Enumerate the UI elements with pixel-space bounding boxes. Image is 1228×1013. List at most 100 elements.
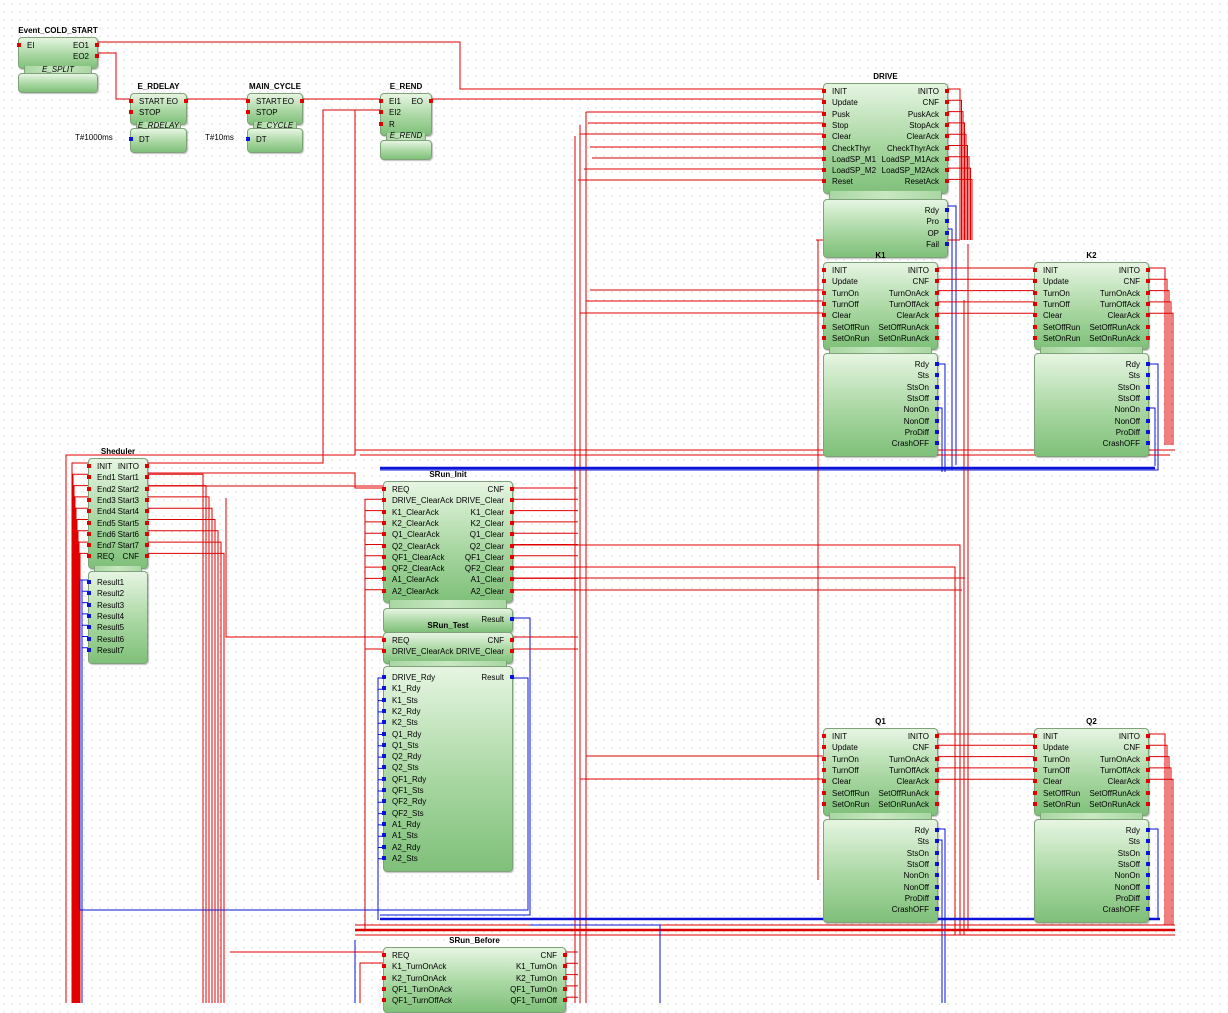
- output-pin[interactable]: DRIVE_Clear: [456, 495, 515, 506]
- event-connection[interactable]: [1149, 778, 1174, 925]
- output-pin[interactable]: ResetAck: [905, 176, 950, 187]
- output-pin[interactable]: Q2_Clear: [470, 541, 515, 552]
- event-connection[interactable]: [948, 122, 965, 240]
- output-pin[interactable]: TurnOnAck: [1100, 288, 1151, 299]
- output-pin[interactable]: K1_TurnOn: [516, 961, 568, 972]
- output-pin[interactable]: Sts: [917, 836, 939, 847]
- output-pin[interactable]: EO1: [73, 40, 100, 51]
- output-pin[interactable]: CNF: [123, 551, 150, 562]
- input-pin[interactable]: Update: [822, 97, 858, 108]
- input-pin[interactable]: REQ: [381, 635, 409, 646]
- event-connection[interactable]: [364, 566, 383, 930]
- data-connection[interactable]: [1149, 407, 1156, 466]
- output-pin[interactable]: SetOffRunAck: [1089, 322, 1150, 333]
- input-pin[interactable]: A1_ClearAck: [382, 574, 439, 585]
- event-connection[interactable]: [148, 541, 222, 1003]
- output-pin[interactable]: CheckThyrAck: [887, 143, 950, 154]
- data-connection[interactable]: [938, 828, 946, 1003]
- output-pin[interactable]: StsOff: [1118, 859, 1151, 870]
- event-connection[interactable]: [948, 145, 968, 241]
- event-connection[interactable]: [1149, 733, 1166, 925]
- output-pin[interactable]: Rdy: [1126, 359, 1151, 370]
- input-pin[interactable]: DRIVE_ClearAck: [381, 495, 453, 506]
- input-pin[interactable]: A1_Rdy: [381, 819, 420, 830]
- output-pin[interactable]: NonOff: [1115, 882, 1151, 893]
- input-pin[interactable]: REQ: [86, 551, 114, 562]
- event-connection[interactable]: [1149, 756, 1170, 925]
- input-pin[interactable]: TurnOff: [822, 765, 859, 776]
- event-connection[interactable]: [98, 41, 823, 90]
- input-pin[interactable]: A1_Sts: [382, 830, 418, 841]
- input-pin[interactable]: Q1_ClearAck: [382, 529, 440, 540]
- output-pin[interactable]: Sts: [1128, 836, 1150, 847]
- input-pin[interactable]: DT: [129, 134, 150, 145]
- input-pin[interactable]: K1_Sts: [382, 695, 418, 706]
- event-connection[interactable]: [73, 485, 88, 1003]
- input-pin[interactable]: SetOnRun: [1032, 333, 1080, 344]
- output-pin[interactable]: TurnOnAck: [889, 754, 940, 765]
- output-pin[interactable]: A2_Clear: [471, 586, 515, 597]
- input-pin[interactable]: SetOffRun: [1032, 322, 1080, 333]
- input-pin[interactable]: REQ: [381, 484, 409, 495]
- input-pin[interactable]: EI2: [378, 107, 401, 118]
- event-connection[interactable]: [359, 962, 383, 1003]
- output-pin[interactable]: EO: [282, 96, 304, 107]
- input-pin[interactable]: QF2_Rdy: [381, 796, 426, 807]
- output-pin[interactable]: OP: [927, 228, 949, 239]
- output-pin[interactable]: EO: [411, 96, 433, 107]
- input-pin[interactable]: End2: [87, 484, 116, 495]
- output-pin[interactable]: NonOn: [1115, 404, 1151, 415]
- event-connection[interactable]: [364, 577, 383, 930]
- output-pin[interactable]: SetOnRunAck: [1089, 799, 1150, 810]
- input-pin[interactable]: Result5: [86, 622, 124, 633]
- input-pin[interactable]: TurnOn: [822, 288, 859, 299]
- output-pin[interactable]: Q1_Clear: [470, 529, 515, 540]
- input-pin[interactable]: K2_ClearAck: [382, 518, 439, 529]
- parameter-value[interactable]: T#1000ms: [75, 133, 113, 142]
- output-pin[interactable]: CrashOFF: [892, 438, 940, 449]
- output-pin[interactable]: Start4: [118, 506, 150, 517]
- input-pin[interactable]: INIT: [1032, 731, 1058, 742]
- output-pin[interactable]: StopAck: [909, 120, 949, 131]
- output-pin[interactable]: CNF: [913, 276, 940, 287]
- input-pin[interactable]: K2_Sts: [382, 717, 418, 728]
- input-pin[interactable]: SetOffRun: [821, 788, 869, 799]
- output-pin[interactable]: StsOn: [1118, 848, 1151, 859]
- input-pin[interactable]: SetOnRun: [1032, 799, 1080, 810]
- output-pin[interactable]: CrashOFF: [1103, 904, 1151, 915]
- input-pin[interactable]: Result7: [86, 645, 124, 656]
- input-pin[interactable]: INIT: [86, 461, 112, 472]
- output-pin[interactable]: Pro: [927, 216, 950, 227]
- output-pin[interactable]: ProDiff: [905, 427, 940, 438]
- input-pin[interactable]: End1: [87, 472, 116, 483]
- output-pin[interactable]: NonOff: [904, 882, 940, 893]
- input-pin[interactable]: Pusk: [822, 109, 850, 120]
- output-pin[interactable]: EO: [166, 96, 188, 107]
- input-pin[interactable]: A2_Rdy: [381, 842, 420, 853]
- input-pin[interactable]: Clear: [821, 131, 851, 142]
- output-pin[interactable]: Rdy: [915, 359, 940, 370]
- event-connection[interactable]: [948, 99, 962, 240]
- input-pin[interactable]: TurnOff: [1033, 299, 1070, 310]
- input-pin[interactable]: Update: [822, 742, 858, 753]
- output-pin[interactable]: INITO: [118, 461, 150, 472]
- input-pin[interactable]: K1_TurnOnAck: [381, 961, 446, 972]
- input-pin[interactable]: K1_Rdy: [381, 683, 420, 694]
- output-pin[interactable]: INITO: [918, 86, 950, 97]
- event-connection[interactable]: [148, 109, 380, 464]
- input-pin[interactable]: TurnOff: [1033, 765, 1070, 776]
- output-pin[interactable]: StsOn: [907, 848, 940, 859]
- input-pin[interactable]: STOP: [246, 107, 278, 118]
- event-connection[interactable]: [1149, 312, 1174, 445]
- input-pin[interactable]: START: [128, 96, 164, 107]
- output-pin[interactable]: SetOnRunAck: [1089, 333, 1150, 344]
- input-pin[interactable]: Q2_ClearAck: [382, 541, 440, 552]
- event-connection[interactable]: [948, 133, 967, 240]
- input-pin[interactable]: End3: [87, 495, 116, 506]
- data-connection[interactable]: [948, 228, 953, 470]
- data-connection[interactable]: [948, 205, 957, 465]
- event-connection[interactable]: [1149, 301, 1172, 445]
- output-pin[interactable]: INITO: [1119, 265, 1151, 276]
- output-pin[interactable]: LoadSP_M2Ack: [882, 165, 950, 176]
- output-pin[interactable]: StsOff: [907, 393, 940, 404]
